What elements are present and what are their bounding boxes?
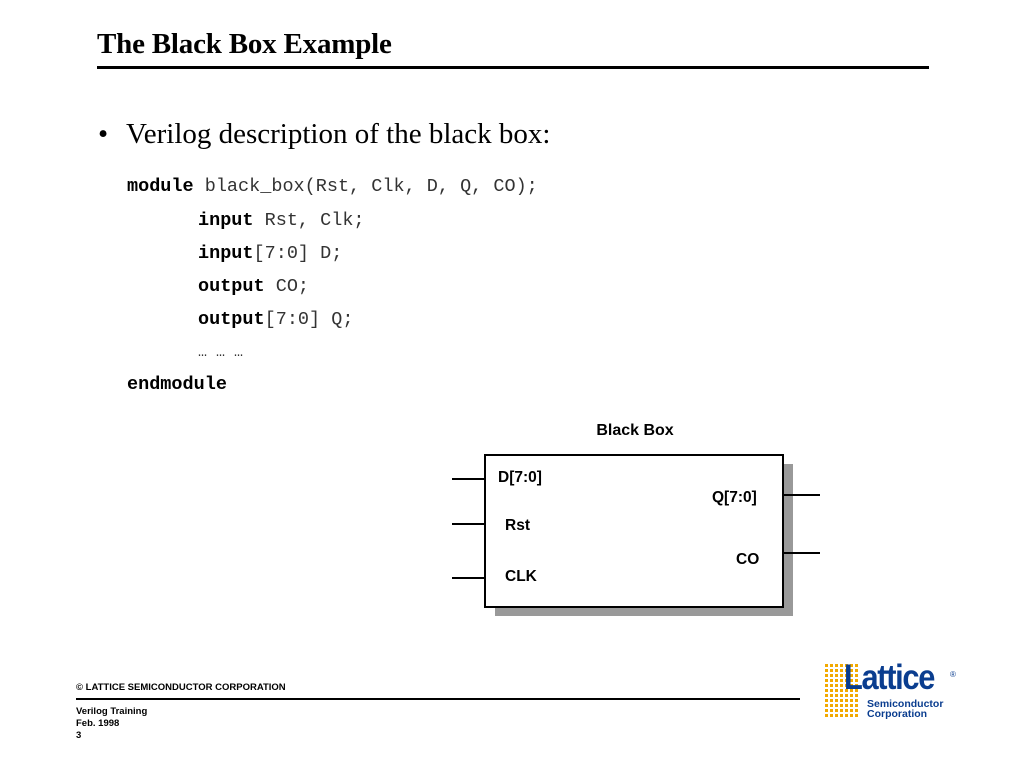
code-line-input-d: input[7:0] D; — [198, 243, 342, 265]
code-text: Rst, Clk; — [253, 210, 365, 231]
logo-dot-grid-icon — [825, 664, 858, 717]
pin-label-q: Q[7:0] — [712, 489, 757, 506]
code-keyword: endmodule — [127, 374, 227, 395]
pin-label-clk: CLK — [505, 568, 537, 585]
diagram-title: Black Box — [596, 422, 674, 439]
code-keyword: input — [198, 243, 254, 264]
code-text: black_box(Rst, Clk, D, Q, CO); — [193, 176, 538, 197]
footer-rule — [76, 698, 800, 700]
logo-subtitle-line1: Semiconductor — [867, 698, 944, 710]
pin-label-d: D[7:0] — [498, 469, 542, 486]
code-line-endmodule: endmodule — [127, 374, 227, 396]
pin-line-clk — [452, 577, 486, 579]
code-keyword: module — [127, 176, 194, 197]
code-keyword: output — [198, 309, 265, 330]
pin-label-rst: Rst — [505, 517, 530, 534]
footer-date: Feb. 1998 — [76, 718, 120, 729]
slide-title: The Black Box Example — [97, 28, 392, 60]
code-text: [7:0] Q; — [264, 309, 354, 330]
code-text: CO; — [264, 276, 310, 297]
footer-page-number: 3 — [76, 730, 82, 741]
footer-copyright: © LATTICE SEMICONDUCTOR CORPORATION — [76, 682, 286, 693]
code-keyword: output — [198, 276, 265, 297]
pin-line-rst — [452, 523, 486, 525]
logo-registered-mark: ® — [950, 670, 956, 679]
bullet-icon: • — [98, 118, 109, 150]
footer-course: Verilog Training — [76, 706, 148, 717]
pin-label-co: CO — [736, 551, 760, 568]
bullet-item: • Verilog description of the black box: — [98, 116, 550, 152]
pin-line-co — [782, 552, 820, 554]
code-text: [7:0] D; — [253, 243, 343, 264]
bullet-text: Verilog description of the black box: — [126, 118, 551, 150]
code-line-output-co: output CO; — [198, 276, 309, 298]
logo-wordmark: Lattice — [844, 658, 935, 697]
title-underline — [97, 66, 929, 69]
code-line-module: module black_box(Rst, Clk, D, Q, CO); — [127, 176, 538, 198]
code-line-input-rst-clk: input Rst, Clk; — [198, 210, 365, 232]
lattice-logo: Lattice ® Semiconductor Corporation — [824, 658, 964, 722]
code-line-ellipsis: … … … — [198, 342, 243, 364]
logo-subtitle-line2: Corporation — [867, 708, 928, 720]
black-box — [484, 454, 784, 608]
code-line-output-q: output[7:0] Q; — [198, 309, 353, 331]
pin-line-d — [452, 478, 486, 480]
pin-line-q — [782, 494, 820, 496]
code-text: … … … — [198, 344, 244, 361]
code-keyword: input — [198, 210, 254, 231]
